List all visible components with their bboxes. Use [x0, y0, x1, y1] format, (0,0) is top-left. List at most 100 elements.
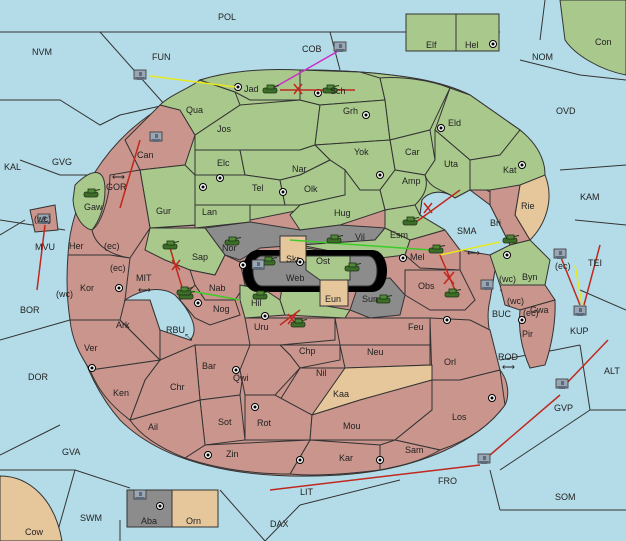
province-orn[interactable]	[171, 489, 219, 528]
province-elf[interactable]	[405, 13, 457, 52]
ship-icon[interactable]	[480, 279, 494, 290]
tank-icon[interactable]	[444, 288, 462, 298]
label-rod: ROD	[498, 352, 519, 362]
label-rot: Rot	[257, 418, 272, 428]
label-eun: Eun	[325, 294, 341, 304]
ship-icon[interactable]	[555, 378, 569, 389]
move-order-bor-mvu	[36, 224, 46, 291]
label-chp: Chp	[299, 346, 316, 356]
tank-icon[interactable]	[322, 84, 340, 94]
label-ost: Ost	[316, 256, 331, 266]
tank-icon[interactable]	[502, 234, 520, 244]
ship-icon[interactable]	[553, 248, 567, 259]
tank-icon[interactable]	[83, 188, 101, 198]
label-fun: FUN	[152, 52, 171, 62]
support-order-mel-byn	[439, 241, 501, 256]
label-kal: KAL	[4, 162, 21, 172]
label-fro: FRO	[438, 476, 457, 486]
label-bor: BOR	[20, 305, 40, 315]
label-hel: Hel	[465, 40, 479, 50]
units	[37, 41, 587, 500]
province-ail[interactable]	[129, 399, 206, 459]
coast-tag: (wc)	[507, 296, 524, 306]
ship-icon[interactable]	[133, 69, 147, 80]
province-neu[interactable]	[339, 344, 431, 369]
ship-icon[interactable]	[333, 41, 347, 52]
label-tel: Tel	[252, 183, 264, 193]
label-elf: Elf	[426, 40, 437, 50]
ship-icon[interactable]	[133, 489, 147, 500]
label-ovd: OVD	[556, 106, 576, 116]
failed-order-x-icon	[171, 259, 181, 271]
label-orl: Orl	[444, 357, 456, 367]
ship-icon[interactable]	[37, 213, 51, 224]
province-tel[interactable]	[194, 174, 286, 206]
province-obs[interactable]	[404, 269, 476, 311]
sea-sma-bay[interactable]	[419, 189, 511, 256]
province-kor[interactable]	[66, 254, 131, 321]
label-aba: Aba	[141, 516, 157, 526]
label-bar: Bar	[202, 361, 216, 371]
label-obs: Obs	[418, 281, 435, 291]
tank-icon[interactable]	[375, 294, 393, 304]
label-kat: Kat	[503, 165, 517, 175]
label-grh: Grh	[343, 106, 358, 116]
label-rie: Rie	[521, 201, 535, 211]
label-mou: Mou	[343, 421, 361, 431]
ship-icon[interactable]	[251, 259, 265, 270]
label-kup: KUP	[570, 326, 589, 336]
label-uru: Uru	[254, 322, 269, 332]
tank-icon[interactable]	[290, 318, 308, 328]
move-order-byn-kup	[559, 254, 581, 306]
tank-icon[interactable]	[344, 262, 362, 272]
coast-tag: (ec)	[555, 261, 571, 271]
tank-icon[interactable]	[162, 240, 180, 250]
label-sma: SMA	[457, 226, 477, 236]
label-gva: GVA	[62, 447, 80, 457]
failed-order-x-icon	[423, 202, 433, 214]
tank-icon[interactable]	[428, 244, 446, 254]
label-sam: Sam	[405, 445, 424, 455]
ship-icon[interactable]	[149, 131, 163, 142]
label-buc: BUC	[492, 309, 512, 319]
province-gaw[interactable]	[72, 172, 106, 231]
label-dor: DOR	[28, 372, 49, 382]
label-vil: Vil	[355, 232, 365, 242]
province-ken[interactable]	[89, 359, 162, 421]
adjacency-markers: ⟷ ⟷ ⤡ ⟷ ⟷	[112, 172, 515, 372]
province-qua[interactable]	[159, 79, 241, 136]
label-gur: Gur	[156, 206, 171, 216]
tank-icon[interactable]	[252, 290, 270, 300]
label-byn: Byn	[522, 272, 538, 282]
province-kar[interactable]	[289, 439, 381, 476]
label-uta: Uta	[444, 159, 458, 169]
ship-icon[interactable]	[477, 453, 491, 464]
ship-icon[interactable]	[573, 305, 587, 316]
province-uru[interactable]	[244, 317, 336, 346]
label-bri: Bri	[490, 218, 501, 228]
label-nog: Nog	[213, 304, 230, 314]
label-ail: Ail	[148, 422, 158, 432]
label-sot: Sot	[218, 417, 232, 427]
province-qwi[interactable]	[239, 344, 301, 396]
province-pir[interactable]	[519, 299, 556, 369]
label-swm: SWM	[80, 513, 102, 523]
label-lan: Lan	[202, 207, 217, 217]
sea-rbu-bay[interactable]	[123, 289, 195, 341]
tank-icon[interactable]	[224, 236, 242, 246]
tank-icon[interactable]	[326, 234, 344, 244]
move-order-gor-can	[119, 139, 141, 209]
province-her[interactable]	[91, 169, 151, 259]
province-ver[interactable]	[69, 319, 162, 371]
tank-icon[interactable]	[402, 216, 420, 226]
coast-tag: (wc)	[56, 289, 73, 299]
support-order-vil-mel	[289, 239, 431, 251]
tank-icon[interactable]	[176, 286, 194, 296]
tank-icon[interactable]	[262, 84, 280, 94]
province-zin[interactable]	[183, 439, 311, 475]
label-jos: Jos	[217, 124, 232, 134]
label-rbu: RBU	[166, 325, 185, 335]
svg-text:⟷: ⟷	[138, 285, 151, 295]
